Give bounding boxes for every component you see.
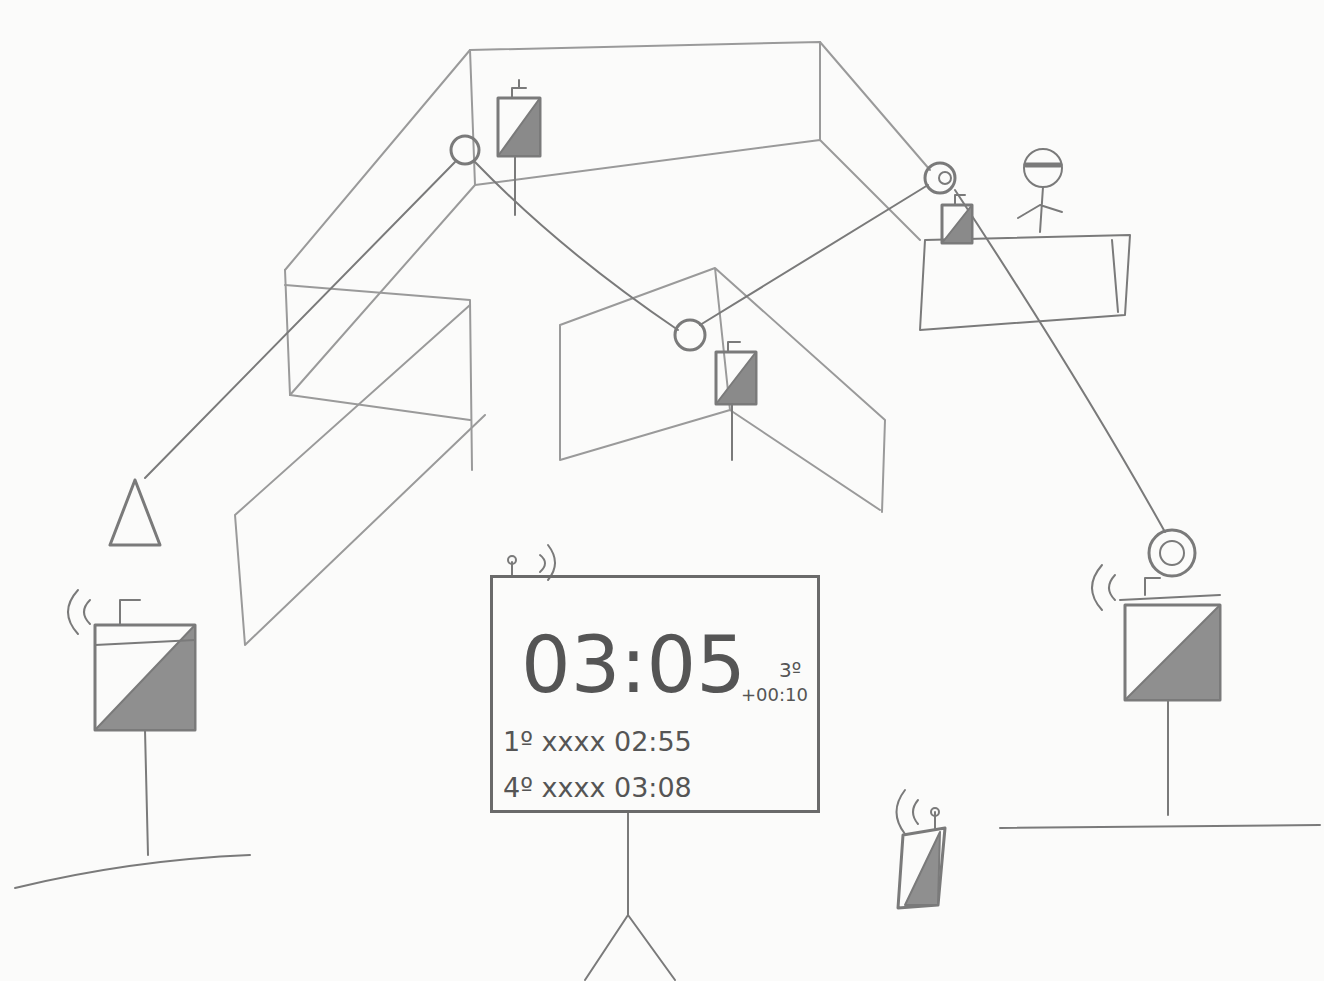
sensor-unit [498, 80, 540, 215]
desk-edge [1112, 240, 1118, 312]
sensor-unit [716, 342, 756, 460]
sensor-stand [512, 80, 526, 215]
station-stand [1120, 578, 1220, 815]
sensor-hatch [942, 205, 972, 243]
timing-ring [925, 163, 955, 193]
station [68, 590, 195, 855]
radio-body [898, 828, 945, 908]
judge-visor [1026, 163, 1060, 168]
timing-ring [939, 172, 951, 184]
scoreboard: 03:05 3º +00:10 1º xxxx 02:55 4º xxxx 03:08 [490, 575, 820, 813]
ground-line [1000, 825, 1320, 828]
sensor-box [942, 205, 972, 243]
wall-panel [560, 268, 885, 512]
sensor-box [716, 352, 756, 404]
station-box [1125, 605, 1220, 700]
ground-line [15, 855, 250, 888]
wall-panel [285, 285, 472, 470]
timing-ring [1160, 541, 1184, 565]
signal-wire [145, 162, 455, 478]
sensor-hatch [498, 98, 540, 156]
wifi-waves [897, 790, 919, 834]
sensor-stand [728, 342, 740, 460]
ranking-text: 3º [779, 660, 801, 680]
radio-antenna [931, 808, 939, 816]
sensor-unit [942, 195, 972, 243]
ranking-text: 4º xxxx 03:08 [503, 774, 692, 801]
wifi-waves [68, 590, 90, 634]
sensor-stand [955, 195, 965, 205]
station [1092, 565, 1220, 815]
sensor-box [498, 98, 540, 156]
judge-body [1018, 187, 1062, 232]
judge-head [1024, 149, 1062, 187]
race-time: 03:05 [521, 626, 746, 704]
sensor-hatch [716, 352, 756, 404]
board-tripod [585, 812, 675, 980]
handheld-radio [897, 790, 946, 908]
signal-wire [700, 185, 928, 325]
signal-wire [955, 190, 1165, 532]
wall-bottom [290, 140, 920, 395]
start-cone [110, 480, 160, 545]
timing-ring [1149, 530, 1195, 576]
signal-wire [475, 162, 678, 330]
judge-desk [920, 235, 1130, 330]
radio-antenna [934, 812, 936, 830]
ranking-text: +00:10 [741, 686, 808, 704]
wifi-waves [1092, 565, 1115, 610]
wall-panel [235, 305, 485, 645]
station-hatch [1125, 605, 1220, 700]
board-antenna [508, 556, 516, 564]
timing-ring [451, 136, 479, 164]
ranking-text: 1º xxxx 02:55 [503, 728, 692, 755]
station-stand [95, 600, 195, 855]
radio-hatch [905, 832, 940, 905]
